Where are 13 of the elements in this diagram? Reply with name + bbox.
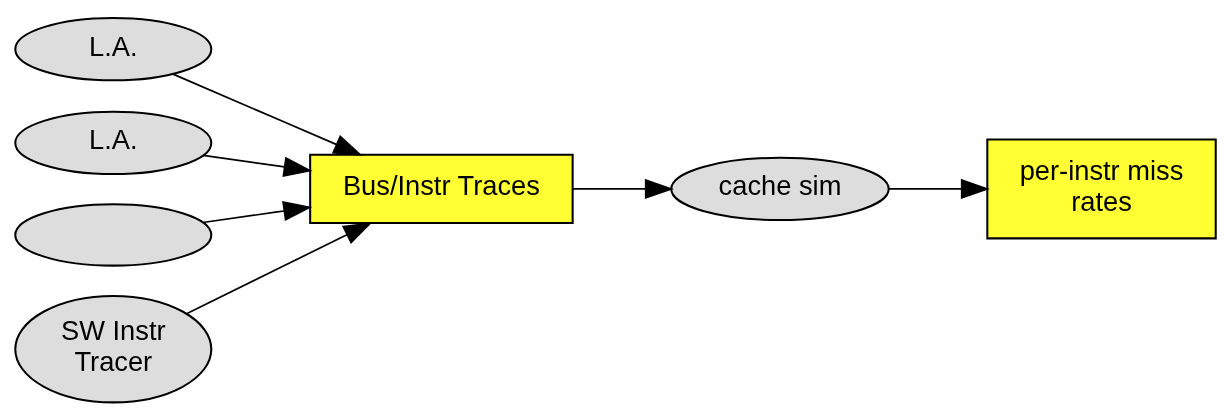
node-ellipse: L.A. <box>14 110 213 175</box>
arrow <box>202 154 313 177</box>
arrow <box>186 221 373 314</box>
arrow <box>887 178 990 199</box>
arrow <box>172 72 363 156</box>
node-ellipse: L.A. <box>14 16 213 81</box>
arrow <box>202 200 313 223</box>
node-box: per-instr miss rates <box>986 137 1217 239</box>
node-box: Bus/Instr Traces <box>309 153 574 224</box>
node-ellipse: cache sim <box>670 156 890 221</box>
node-ellipse: SW Instr Tracer <box>14 294 213 403</box>
node-ellipse <box>14 202 213 267</box>
arrow <box>571 178 674 199</box>
